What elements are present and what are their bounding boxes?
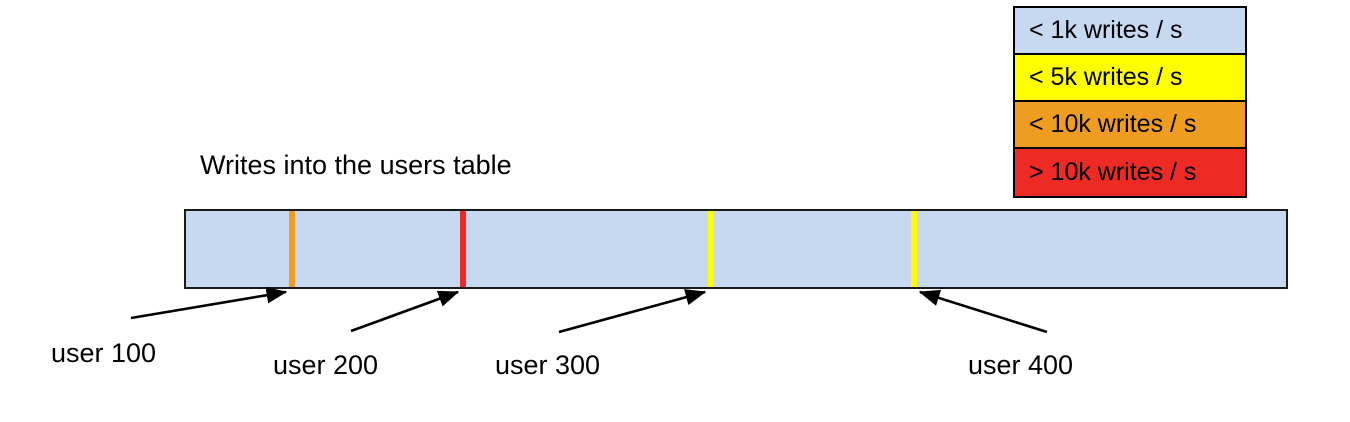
arrow-user-200 — [350, 290, 460, 333]
legend-row-lt-5k: < 5k writes / s — [1015, 55, 1245, 102]
label-user-300: user 300 — [495, 350, 601, 380]
marker-user-100 — [289, 211, 295, 287]
legend-label: < 1k writes / s — [1029, 16, 1183, 44]
bar-fill-blue — [186, 211, 1286, 287]
legend: < 1k writes / s < 5k writes / s < 10k wr… — [1013, 6, 1247, 198]
marker-user-400 — [911, 211, 917, 287]
legend-row-lt-1k: < 1k writes / s — [1015, 8, 1245, 55]
legend-label: > 10k writes / s — [1029, 158, 1197, 186]
legend-label: < 5k writes / s — [1029, 63, 1183, 91]
label-user-100: user 100 — [51, 338, 157, 368]
arrow-user-100 — [130, 287, 288, 320]
legend-row-gt-10k: > 10k writes / s — [1015, 149, 1245, 196]
label-user-200: user 200 — [273, 350, 379, 380]
legend-row-lt-10k: < 10k writes / s — [1015, 102, 1245, 149]
marker-user-300 — [708, 211, 714, 287]
chart-title: Writes into the users table — [200, 150, 512, 180]
arrow-user-300 — [558, 289, 707, 334]
arrow-user-400 — [918, 289, 1048, 334]
marker-user-200 — [460, 211, 466, 287]
label-user-400: user 400 — [968, 350, 1074, 380]
legend-label: < 10k writes / s — [1029, 110, 1197, 138]
users-table-bar — [184, 209, 1288, 289]
